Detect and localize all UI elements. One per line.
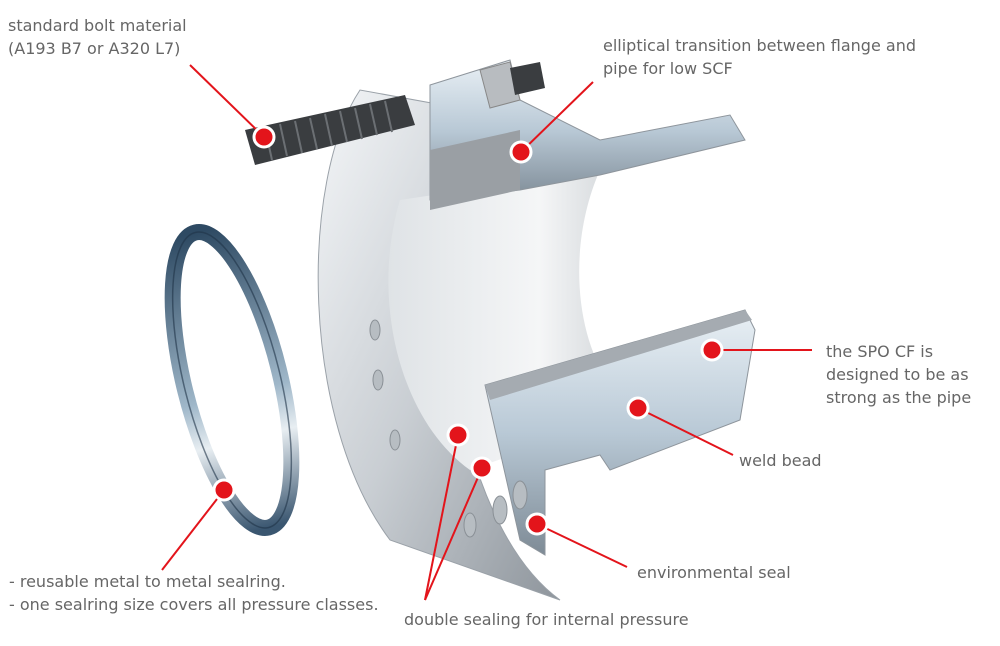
callout-line: - reusable metal to metal sealring. [9, 572, 286, 591]
callout-weld: weld bead [739, 449, 822, 472]
sealring [164, 224, 300, 536]
callout-line: pipe for low SCF [603, 59, 733, 78]
callout-line: strong as the pipe [826, 388, 972, 407]
callout-env-seal: environmental seal [637, 561, 791, 584]
callout-line: standard bolt material [8, 16, 187, 35]
marker-sealring [212, 478, 236, 502]
callout-line: environmental seal [637, 563, 791, 582]
marker-double-seal-2 [470, 456, 494, 480]
callout-transition: elliptical transition between flange and… [603, 34, 916, 80]
callout-bolt: standard bolt material (A193 B7 or A320 … [8, 14, 187, 60]
callout-double-seal: double sealing for internal pressure [404, 608, 689, 631]
flange-body [317, 59, 756, 601]
marker-bolt [252, 125, 276, 149]
marker-double-seal-1 [446, 423, 470, 447]
callout-line: - one sealring size covers all pressure … [9, 595, 379, 614]
callout-strength: the SPO CF is designed to be as strong a… [826, 340, 971, 409]
marker-weld [626, 396, 650, 420]
marker-strength [700, 338, 724, 362]
callout-sealring: - reusable metal to metal sealring. - on… [9, 570, 379, 616]
marker-env-seal [525, 512, 549, 536]
callout-line: the SPO CF is [826, 342, 934, 361]
bolt [245, 61, 545, 165]
callout-line: elliptical transition between flange and [603, 36, 916, 55]
callout-line: (A193 B7 or A320 L7) [8, 39, 181, 58]
callout-line: designed to be as [826, 365, 969, 384]
marker-transition [509, 140, 533, 164]
callout-line: weld bead [739, 451, 822, 470]
callout-markers [212, 125, 724, 536]
callout-line: double sealing for internal pressure [404, 610, 689, 629]
leader-lines [161, 64, 812, 601]
